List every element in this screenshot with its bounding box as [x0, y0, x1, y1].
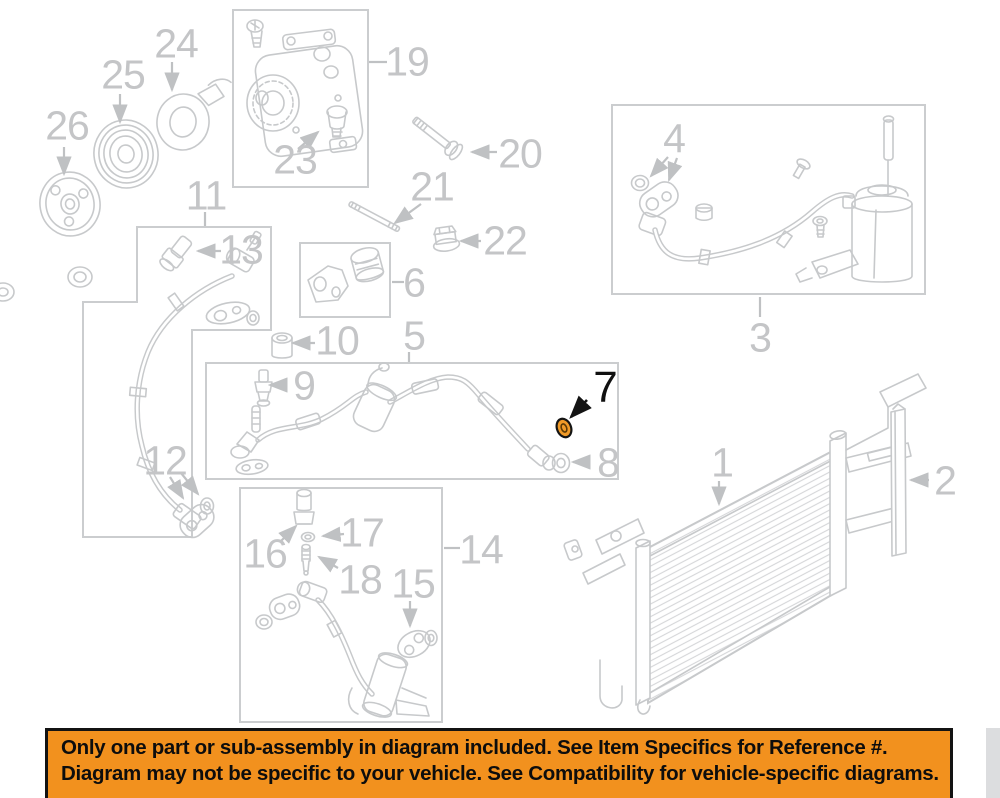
part-label-9: 9 [293, 362, 316, 409]
seal-strip-art-2 [890, 403, 907, 557]
oring-art-7-highlighted [555, 417, 573, 439]
part-label-18: 18 [338, 556, 383, 603]
box-drier-3 [611, 104, 926, 295]
pulley-art-25 [93, 119, 159, 189]
part-label-11: 11 [185, 172, 228, 219]
bolt-art-20 [412, 116, 464, 161]
part-label-25: 25 [101, 51, 146, 98]
part-label-21: 21 [410, 163, 455, 210]
nut-art-22 [432, 225, 461, 252]
part-label-24: 24 [154, 20, 199, 67]
part-label-16: 16 [243, 530, 288, 577]
stud-art-21 [348, 201, 401, 233]
banner-line-1: Only one part or sub-assembly in diagram… [61, 736, 888, 759]
small-gasket-rings [0, 266, 93, 302]
part-label-10: 10 [315, 317, 360, 364]
valve-art-13 [159, 235, 193, 272]
part-label-22: 22 [483, 217, 528, 264]
oring-art-8 [551, 452, 571, 474]
coil-art-24 [156, 78, 232, 151]
manifold-hose-art-5 [230, 362, 556, 476]
part-label-1: 1 [711, 439, 734, 486]
condenser-art-1 [563, 373, 927, 715]
part-label-7-highlighted: 7 [593, 363, 618, 412]
compressor-art-19 [246, 28, 364, 158]
leader-arrows [56, 60, 929, 629]
part-label-20: 20 [498, 130, 543, 177]
part-label-17: 17 [340, 509, 385, 556]
part-label-26: 26 [45, 102, 90, 149]
gasket-art-12 [179, 497, 215, 539]
page-edge-bar [986, 728, 1000, 798]
part-label-15: 15 [391, 560, 436, 607]
liquid-hose-art-11 [128, 230, 262, 539]
bracket-art-6 [307, 246, 385, 303]
banner-line-2: Diagram may not be specific to your vehi… [61, 762, 939, 785]
drier-hose-art-3 [630, 115, 913, 283]
part-label-12: 12 [143, 437, 188, 484]
clutch-plate-art-26 [39, 171, 101, 237]
part-label-6: 6 [403, 259, 426, 306]
part-label-13: 13 [219, 226, 264, 273]
cap-art-10 [271, 332, 293, 359]
fitting-art-23b [326, 105, 348, 138]
part-label-8: 8 [597, 439, 620, 486]
part-label-19: 19 [385, 38, 430, 85]
part-label-3: 3 [749, 314, 772, 361]
part-label-23: 23 [273, 136, 318, 183]
box-compressor-19 [232, 9, 369, 188]
part-label-2: 2 [934, 457, 957, 504]
suction-hose-art-14 [255, 488, 438, 718]
part-label-5: 5 [403, 312, 426, 359]
highlight-arrow-7 [569, 395, 592, 419]
screw-art-23a [246, 19, 264, 48]
part-label-4: 4 [663, 115, 686, 162]
disclaimer-banner: Only one part or sub-assembly in diagram… [45, 728, 953, 798]
part-label-14: 14 [459, 526, 504, 573]
